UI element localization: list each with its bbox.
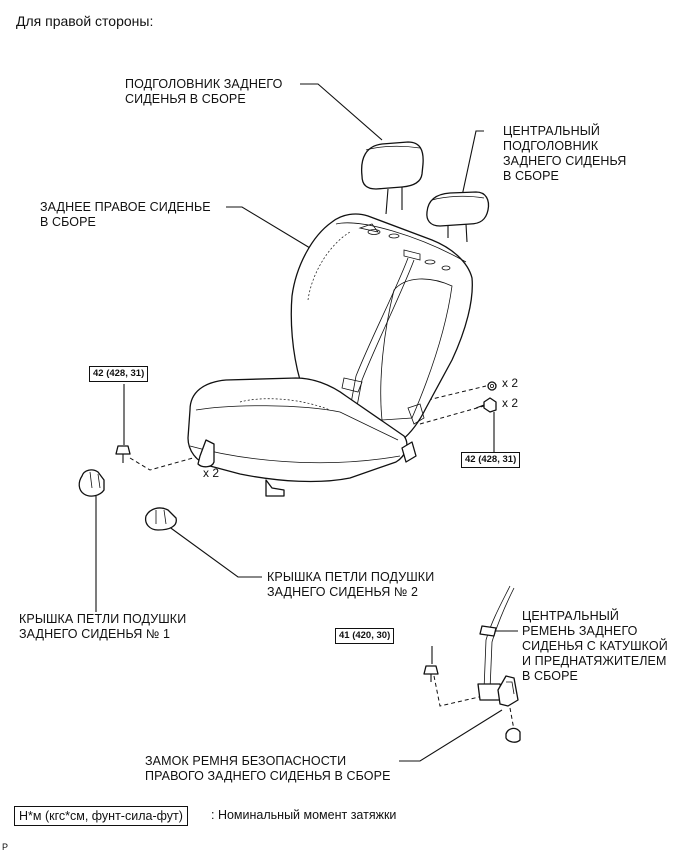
right-fasteners-part [475, 381, 497, 413]
torque-right: 42 (428, 31) [461, 452, 521, 468]
quantity-right-bolt: x 2 [502, 396, 519, 410]
install-line-belt [433, 675, 493, 707]
label-buckle: ЗАМОК РЕМНЯ БЕЗОПАСНОСТИ ПРАВОГО ЗАДНЕГО… [145, 754, 391, 783]
headrest-part [360, 141, 424, 215]
legend-unit-box: Н*м (кгс*см, фунт-сила-фут) [14, 806, 188, 826]
belt-bolt-part [423, 665, 439, 682]
page-heading: Для правой стороны: [16, 13, 154, 29]
leader-hinge-cover-2 [167, 525, 262, 578]
label-hinge-cover-1: КРЫШКА ПЕТЛИ ПОДУШКИ ЗАДНЕГО СИДЕНЬЯ № 1 [19, 612, 187, 641]
center-belt-part [477, 585, 519, 707]
label-hinge-cover-2: КРЫШКА ПЕТЛИ ПОДУШКИ ЗАДНЕГО СИДЕНЬЯ № 2 [267, 570, 435, 599]
install-line-left [129, 455, 201, 471]
quantity-left: x 2 [203, 466, 220, 480]
install-line-right-nut [427, 385, 487, 401]
leader-center-headrest [461, 130, 484, 197]
buckle-part [505, 727, 521, 743]
figure-code: P [2, 842, 9, 852]
quantity-right-nut: x 2 [502, 376, 519, 390]
seat-cushion-part [187, 377, 425, 497]
hinge-cover-1-part [78, 469, 105, 497]
label-center-headrest: ЦЕНТРАЛЬНЫЙ ПОДГОЛОВНИК ЗАДНЕГО СИДЕНЬЯ … [503, 124, 627, 183]
center-headrest-part [426, 191, 490, 243]
label-center-belt: ЦЕНТРАЛЬНЫЙ РЕМЕНЬ ЗАДНЕГО СИДЕНЬЯ С КАТ… [522, 609, 668, 683]
install-line-buckle [509, 707, 515, 731]
label-headrest: ПОДГОЛОВНИК ЗАДНЕГО СИДЕНЬЯ В СБОРЕ [125, 77, 283, 106]
left-bolt-part [115, 445, 131, 463]
leader-right-seat [226, 206, 311, 249]
install-line-right-bolt [419, 405, 485, 425]
legend-description: : Номинальный момент затяжки [211, 808, 397, 822]
leader-buckle [399, 709, 503, 762]
label-right-seat: ЗАДНЕЕ ПРАВОЕ СИДЕНЬЕ В СБОРЕ [40, 200, 211, 229]
torque-left: 42 (428, 31) [89, 366, 149, 382]
leader-headrest [300, 83, 383, 141]
seat-back-part [290, 213, 473, 441]
torque-belt: 41 (420, 30) [335, 628, 395, 644]
hinge-cover-2-part [144, 507, 177, 531]
